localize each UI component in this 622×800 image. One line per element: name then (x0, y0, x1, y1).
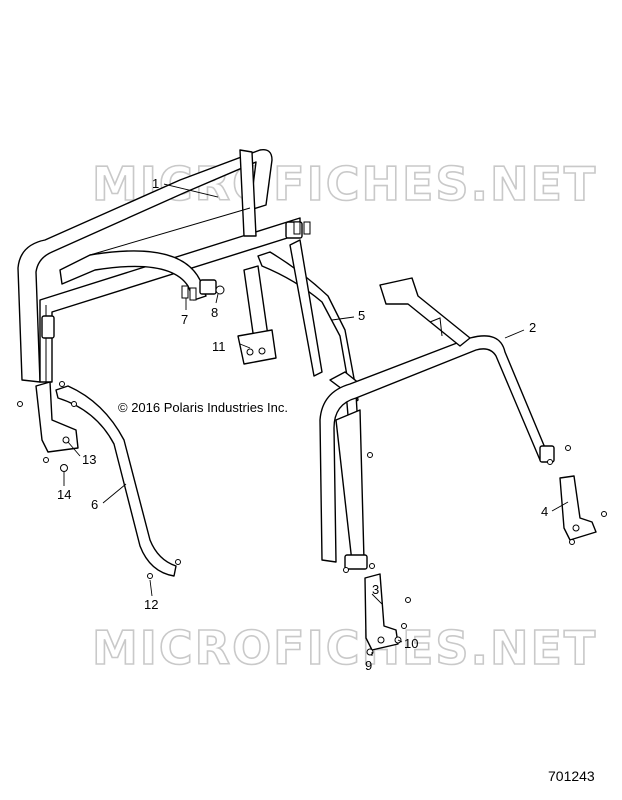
hardware-fasteners (17, 221, 607, 656)
callout-12: 12 (144, 597, 158, 612)
copyright-notice: © 2016 Polaris Industries Inc. (118, 400, 288, 415)
callout-10: 10 (404, 636, 418, 651)
callout-2: 2 (529, 320, 536, 335)
callout-14: 14 (57, 487, 71, 502)
callout-4: 4 (541, 504, 548, 519)
foot-bracket-part-3 (364, 573, 399, 651)
callout-5: 5 (358, 308, 365, 323)
tower-mount-part-11 (237, 265, 277, 365)
leader-lines (63, 183, 569, 656)
watermark-bottom: MICROFICHES.NET (92, 621, 597, 675)
rear-cage-part-2 (319, 277, 555, 570)
callout-6: 6 (91, 497, 98, 512)
callout-1: 1 (152, 176, 159, 191)
watermark-top: MICROFICHES.NET (92, 157, 597, 211)
callout-13: 13 (82, 452, 96, 467)
callout-8: 8 (211, 305, 218, 320)
mount-bracket-part-13 (35, 381, 79, 453)
callout-11: 11 (212, 339, 226, 354)
callout-9: 9 (365, 658, 372, 673)
foot-bracket-part-4 (559, 475, 597, 541)
document-number: 701243 (548, 768, 595, 784)
callout-7: 7 (181, 312, 188, 327)
rear-brace-part-6 (55, 385, 177, 577)
callout-3: 3 (372, 582, 379, 597)
